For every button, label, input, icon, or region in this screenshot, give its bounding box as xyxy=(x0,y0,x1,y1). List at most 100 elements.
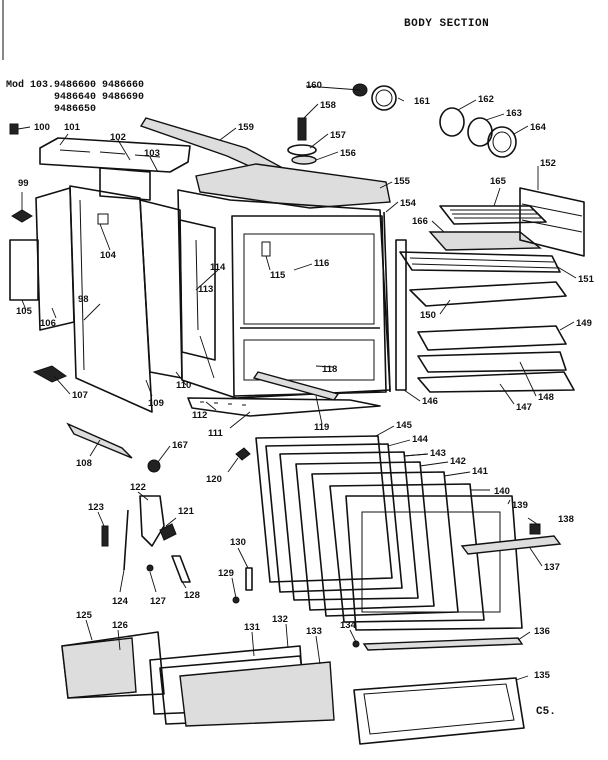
label-110: 110 xyxy=(176,380,191,391)
part-pan-148 xyxy=(417,351,567,373)
drawer-side-126 xyxy=(61,637,137,699)
label-106: 106 xyxy=(40,318,56,329)
part-clip-99 xyxy=(11,209,33,223)
part-hinge-122 xyxy=(139,495,165,547)
part-side-105 xyxy=(9,239,39,301)
part-side-trim-146 xyxy=(395,239,407,391)
label-124: 124 xyxy=(112,596,129,607)
part-side-rack-152 xyxy=(519,187,585,257)
part-clip-100 xyxy=(9,123,19,135)
door-window xyxy=(361,511,501,613)
label-154: 154 xyxy=(400,198,417,209)
label-134: 134 xyxy=(340,620,357,631)
model-numbers: Mod 103.9486600 9486660 9486640 9486690 … xyxy=(6,80,144,116)
model-number-5: 9486650 xyxy=(54,104,97,115)
label-122: 122 xyxy=(130,482,146,493)
part-spring-123 xyxy=(101,525,109,547)
corner-code: C5. xyxy=(536,706,556,718)
part-door-insulation-142 xyxy=(295,461,435,611)
label-121: 121 xyxy=(178,506,195,517)
label-116: 116 xyxy=(314,258,329,269)
label-138: 138 xyxy=(558,514,574,525)
part-rear-top-panel-101 xyxy=(39,137,191,173)
label-114: 114 xyxy=(210,262,226,273)
label-144: 144 xyxy=(412,434,429,445)
label-165: 165 xyxy=(490,176,507,187)
rack-rails xyxy=(521,203,583,233)
label-161: 161 xyxy=(414,96,431,107)
part-lamp-115 xyxy=(261,241,271,257)
label-157: 157 xyxy=(330,130,346,141)
part-ring-157 xyxy=(287,144,317,156)
label-107: 107 xyxy=(72,390,88,401)
label-147: 147 xyxy=(516,402,532,413)
label-142: 142 xyxy=(450,456,466,467)
part-bracket-104 xyxy=(97,213,109,225)
ring-inner-164 xyxy=(492,131,512,153)
part-panel-102 xyxy=(99,167,151,201)
part-trim-136 xyxy=(362,637,524,651)
part-ring-162 xyxy=(439,107,465,137)
label-128: 128 xyxy=(184,590,200,601)
model-number-4: 9486690 xyxy=(102,92,145,103)
label-130: 130 xyxy=(230,537,246,548)
label-118: 118 xyxy=(322,364,337,375)
label-167: 167 xyxy=(172,440,188,451)
part-door-outer-139 xyxy=(345,495,523,631)
panel-vents xyxy=(59,149,161,158)
rail-holes xyxy=(200,401,246,406)
leader-lines xyxy=(17,85,577,681)
label-151: 151 xyxy=(578,274,595,285)
label-120: 120 xyxy=(206,474,222,485)
label-112: 112 xyxy=(192,410,207,421)
label-98: 98 xyxy=(78,294,89,305)
part-side-panel-109 xyxy=(69,185,153,413)
label-162: 162 xyxy=(478,94,494,105)
label-143: 143 xyxy=(430,448,446,459)
label-137: 137 xyxy=(544,562,560,573)
model-number-1: 9486600 xyxy=(54,80,97,91)
label-100: 100 xyxy=(34,122,50,133)
label-103: 103 xyxy=(144,148,160,159)
part-link-128 xyxy=(171,555,191,583)
part-tray-150 xyxy=(409,281,567,307)
label-125: 125 xyxy=(76,610,93,621)
part-labels: 98 99 100 101 102 103 104 105 106 107 10… xyxy=(16,80,595,681)
part-bottom-rail-111 xyxy=(187,397,381,417)
label-148: 148 xyxy=(538,392,554,403)
label-146: 146 xyxy=(422,396,438,407)
liner-groove xyxy=(195,239,199,331)
label-155: 155 xyxy=(394,176,411,187)
label-150: 150 xyxy=(420,310,436,321)
part-cooktop-155 xyxy=(195,163,391,209)
label-127: 127 xyxy=(150,596,166,607)
label-149: 149 xyxy=(576,318,592,329)
part-ring-161 xyxy=(371,85,397,111)
label-166: 166 xyxy=(412,216,428,227)
part-side-panel-106 xyxy=(35,187,75,331)
panel-inner-135 xyxy=(363,683,515,735)
part-ring-164 xyxy=(487,126,517,158)
label-126: 126 xyxy=(112,620,128,631)
label-104: 104 xyxy=(100,250,117,261)
label-160: 160 xyxy=(306,80,322,91)
part-knob-158 xyxy=(297,117,307,141)
label-109: 109 xyxy=(148,398,164,409)
label-136: 136 xyxy=(534,626,550,637)
part-foot-107 xyxy=(32,365,68,383)
part-drawer-outer-133 xyxy=(179,661,335,727)
part-panel-135 xyxy=(353,677,525,745)
part-door-glass-143 xyxy=(279,451,419,601)
label-115: 115 xyxy=(270,270,286,281)
part-knob-167 xyxy=(147,459,161,473)
label-156: 156 xyxy=(340,148,356,159)
part-door-frame-144 xyxy=(265,443,403,593)
part-kick-plate-108 xyxy=(66,422,133,459)
diagram-title: BODY SECTION xyxy=(404,18,490,30)
label-163: 163 xyxy=(506,108,522,119)
label-99: 99 xyxy=(18,178,29,189)
label-131: 131 xyxy=(244,622,261,633)
label-159: 159 xyxy=(238,122,254,133)
part-cap-156 xyxy=(291,155,317,165)
